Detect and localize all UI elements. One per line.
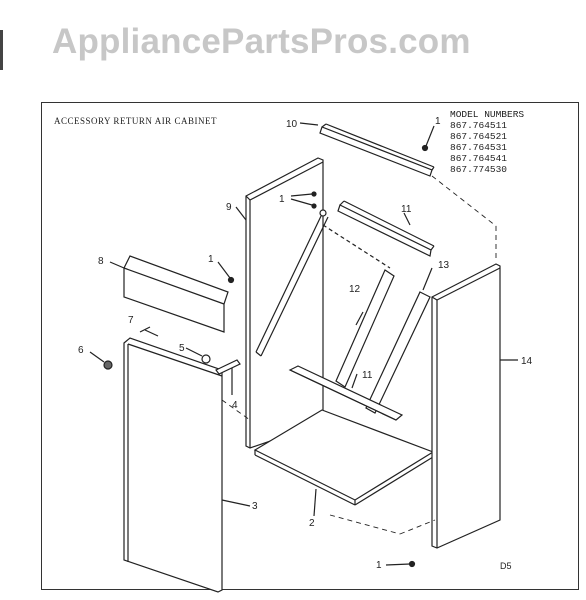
model-number: 867.764541 xyxy=(450,153,508,164)
callout-5: 5 xyxy=(179,343,185,354)
part-3-front-lower-panel xyxy=(123,337,251,593)
model-heading: MODEL NUMBERS xyxy=(450,109,525,120)
callout-1: 1 xyxy=(435,116,441,127)
callout-11: 11 xyxy=(362,370,373,381)
diagram-code: D5 xyxy=(500,561,512,571)
callout-1: 1 xyxy=(208,254,214,265)
fastener-parts xyxy=(89,326,211,370)
part-8-front-top-panel xyxy=(109,255,229,333)
callout-4: 4 xyxy=(232,400,238,411)
part-4-clip xyxy=(215,359,241,395)
screws xyxy=(217,125,435,568)
model-number: 867.764511 xyxy=(450,120,508,131)
diagram-frame xyxy=(41,102,579,590)
callout-6: 6 xyxy=(78,345,84,356)
diagonal-brace xyxy=(255,209,391,357)
margin-mark xyxy=(0,30,3,70)
callout-labels: 10 1 1 9 11 1 8 13 12 7 5 6 14 11 4 3 2 … xyxy=(78,116,533,571)
part-11-upper-rail xyxy=(337,200,435,257)
part-13-brace xyxy=(365,267,433,414)
part-14-right-side-panel xyxy=(431,263,518,549)
watermark: AppliancePartsPros.com xyxy=(52,22,471,61)
model-number: 867.774530 xyxy=(450,164,508,175)
model-number: 867.764531 xyxy=(450,142,508,153)
callout-12: 12 xyxy=(349,284,361,295)
callout-1: 1 xyxy=(376,560,382,571)
callout-11: 11 xyxy=(401,204,412,215)
callout-10: 10 xyxy=(286,119,298,130)
diagram-title: ACCESSORY RETURN AIR CABINET xyxy=(54,116,217,126)
part-12-brace xyxy=(335,269,395,388)
callout-2: 2 xyxy=(309,518,315,529)
model-number: 867.764521 xyxy=(450,131,508,142)
callout-14: 14 xyxy=(521,356,533,367)
assembly-lines xyxy=(221,175,497,535)
model-numbers-block: MODEL NUMBERS 867.764511 867.764521 867.… xyxy=(450,109,524,175)
callout-3: 3 xyxy=(252,501,258,512)
callout-9: 9 xyxy=(226,202,232,213)
callout-8: 8 xyxy=(98,256,104,267)
part-11-lower-rail xyxy=(288,365,404,421)
part-10-top-rail xyxy=(299,122,435,177)
callout-13: 13 xyxy=(438,260,450,271)
callout-1: 1 xyxy=(279,194,285,205)
callout-7: 7 xyxy=(128,315,134,326)
